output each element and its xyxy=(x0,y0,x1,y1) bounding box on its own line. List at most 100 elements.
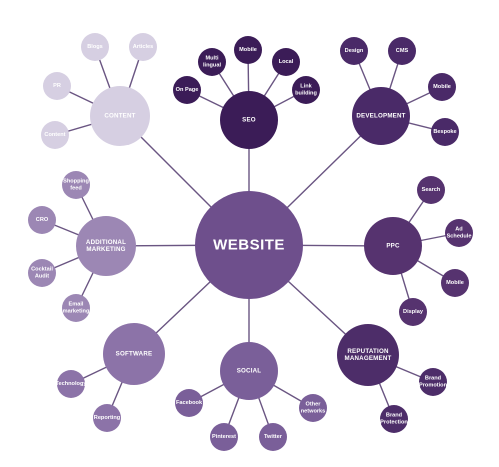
leaf-label: Local xyxy=(279,59,294,65)
leaf-node-seo: Mobile xyxy=(234,36,262,64)
leaf-label: Schedule xyxy=(447,233,472,239)
leaf-circle xyxy=(62,294,90,322)
leaf-circle xyxy=(93,404,121,432)
leaf-circle xyxy=(299,394,327,422)
leaf-label: Mobile xyxy=(239,47,257,53)
leaf-label: marketing xyxy=(63,308,90,314)
leaf-label: networks xyxy=(301,408,326,414)
leaf-label: Pinterest xyxy=(212,434,236,440)
leaf-node-development: Mobile xyxy=(428,73,456,101)
leaf-node-development: Design xyxy=(340,37,368,65)
leaf-circle xyxy=(419,368,447,396)
leaf-node-additional-marketing: CRO xyxy=(28,206,56,234)
leaf-label: On Page xyxy=(176,87,199,93)
leaf-label: Brand xyxy=(386,413,403,419)
category-label: SEO xyxy=(242,117,256,124)
leaf-circle xyxy=(428,73,456,101)
leaf-node-content: Content xyxy=(41,121,69,149)
category-node-software: SOFTWARE xyxy=(103,323,165,385)
leaf-circle xyxy=(399,298,427,326)
leaf-circle xyxy=(388,37,416,65)
leaf-node-content: Blogs xyxy=(81,33,109,61)
category-label: SOCIAL xyxy=(237,368,262,375)
leaf-label: Mobile xyxy=(433,84,451,90)
leaf-node-social: Facebook xyxy=(175,389,203,417)
leaf-circle xyxy=(43,72,71,100)
leaf-circle xyxy=(57,370,85,398)
category-node-seo: SEO xyxy=(220,91,278,149)
leaf-circle xyxy=(62,171,90,199)
leaf-label: Shopping xyxy=(63,179,89,185)
leaf-node-content: PR xyxy=(43,72,71,100)
leaf-node-software: Reporting xyxy=(93,404,121,432)
leaf-label: Ad xyxy=(455,227,463,233)
leaf-node-development: CMS xyxy=(388,37,416,65)
category-node-ppc: PPC xyxy=(364,217,422,275)
leaf-node-social: Pinterest xyxy=(210,423,238,451)
leaf-circle xyxy=(445,219,473,247)
leaf-circle xyxy=(340,37,368,65)
leaf-node-ppc: Search xyxy=(417,176,445,204)
leaf-circle xyxy=(431,118,459,146)
category-circle xyxy=(337,324,399,386)
category-node-development: DEVELOPMENT xyxy=(352,87,410,145)
hub-label: WEBSITE xyxy=(213,237,285,254)
leaf-label: Search xyxy=(422,187,441,193)
leaf-circle xyxy=(28,206,56,234)
leaf-label: CMS xyxy=(396,48,409,54)
leaf-label: Facebook xyxy=(176,400,203,406)
leaf-label: Link xyxy=(300,84,312,90)
leaf-circle xyxy=(81,33,109,61)
category-circle xyxy=(220,91,278,149)
leaf-label: Mobile xyxy=(446,280,464,286)
leaf-circle xyxy=(175,389,203,417)
category-circle xyxy=(90,86,150,146)
leaf-label: feed xyxy=(70,185,82,191)
category-circle xyxy=(220,342,278,400)
leaf-circle xyxy=(292,76,320,104)
leaf-node-ppc: Mobile xyxy=(441,269,469,297)
leaf-node-content: Articles xyxy=(129,33,157,61)
leaf-label: Brand xyxy=(425,376,442,382)
leaf-label: Protection xyxy=(380,419,408,425)
leaf-label: Twitter xyxy=(264,434,283,440)
leaf-label: Blogs xyxy=(87,44,103,50)
leaf-label: Display xyxy=(403,309,424,315)
category-circle xyxy=(103,323,165,385)
leaf-circle xyxy=(441,269,469,297)
category-label: REPUTATION xyxy=(347,348,389,355)
leaf-label: PR xyxy=(53,83,61,89)
leaf-circle xyxy=(210,423,238,451)
leaf-label: Cocktail xyxy=(31,267,53,273)
leaf-label: Other xyxy=(306,402,322,408)
category-label: DEVELOPMENT xyxy=(356,113,405,120)
leaf-circle xyxy=(234,36,262,64)
category-label: CONTENT xyxy=(104,113,135,120)
category-circle xyxy=(364,217,422,275)
leaf-label: Technology xyxy=(56,381,88,387)
leaf-label: Multi xyxy=(205,56,218,62)
leaf-label: CRO xyxy=(36,217,49,223)
hub-node: WEBSITE xyxy=(195,191,303,299)
leaf-circle xyxy=(129,33,157,61)
leaf-node-seo: On Page xyxy=(173,76,201,104)
leaf-circle xyxy=(173,76,201,104)
leaf-label: Promotion xyxy=(419,382,448,388)
leaf-circle xyxy=(417,176,445,204)
category-node-social: SOCIAL xyxy=(220,342,278,400)
category-label: ADDITIONAL xyxy=(86,239,126,246)
category-label: PPC xyxy=(386,243,400,250)
leaf-label: Audit xyxy=(35,273,49,279)
